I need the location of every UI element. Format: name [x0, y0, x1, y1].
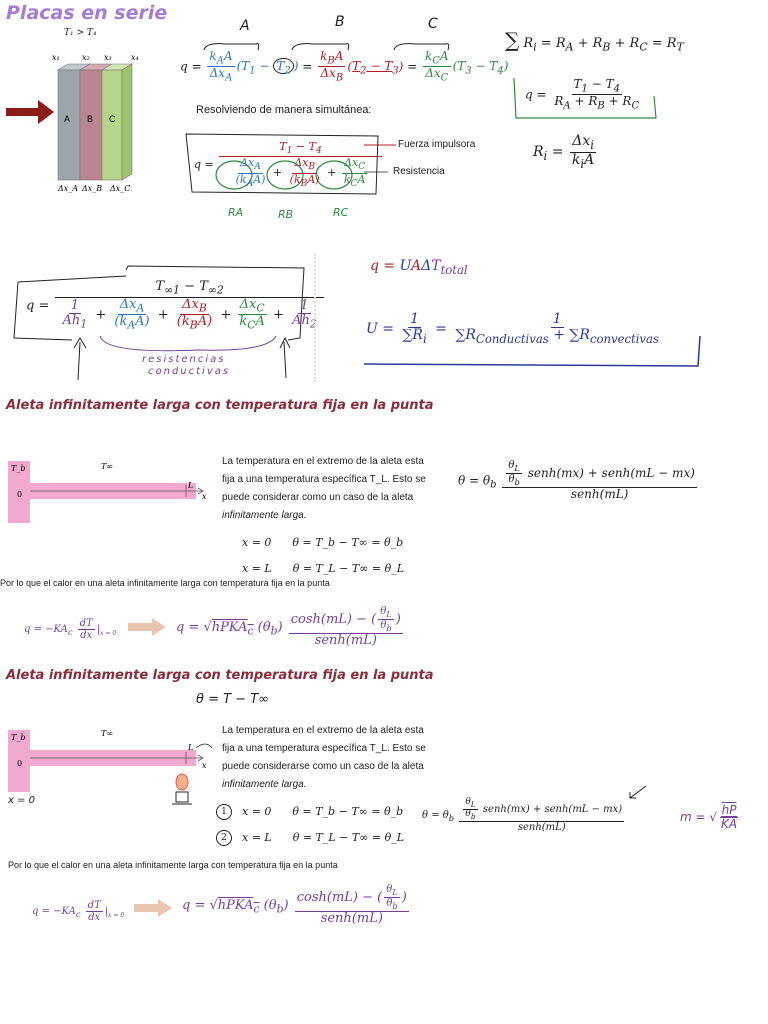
section4-arrow [134, 899, 172, 917]
section4-bc1: x = 0 θ = T_b − T∞ = θ_b [242, 805, 404, 818]
fuerza-impulsora-label: Fuerza impulsora [398, 139, 476, 150]
fin1-l-label: L [187, 481, 193, 490]
sum-r-equation: ∑ Ri = RA + RB + RC = RT [505, 28, 684, 54]
x1-label: x₁ [52, 53, 60, 62]
dxb-label: Δx_B [81, 184, 102, 193]
hand-label-b: B [335, 14, 345, 30]
fin2-x-label: x [202, 761, 207, 770]
flame-icon [175, 773, 189, 791]
fin2-l-label: L [187, 743, 193, 752]
conv-equation-box [13, 265, 305, 381]
x3-label: x₃ [104, 53, 112, 62]
fin2-tinf-label: T∞ [101, 729, 113, 738]
dxa-label: Δx_A [57, 184, 78, 193]
u-def-box [363, 335, 701, 367]
dxc-label: Δx_C [109, 184, 130, 193]
section3-desc-line4: infinitamente larga. [222, 510, 307, 521]
condition-text: T₁ > T₄ [64, 28, 97, 38]
section4-x0-note: x = 0 [8, 795, 36, 806]
section4-title: Aleta infinitamente larga con temperatur… [6, 668, 434, 683]
section3-bc1: x = 0 θ = T_b − T∞ = θ_b [242, 536, 404, 549]
fin1-tb-label: T_b [11, 464, 25, 473]
section3-desc-line3: puede considerar como un caso de la alet… [222, 492, 414, 503]
x4-label: x₄ [131, 53, 139, 62]
hand-rc: RC [333, 206, 349, 219]
hand-rb: RB [278, 208, 294, 221]
fin-diagram-2: T_b T∞ 0 L x [8, 729, 213, 805]
layer-a [57, 69, 81, 181]
simultaneous-label: Resolviendo de manera simultánea: [196, 104, 372, 116]
heat-arrow-shaft [6, 108, 40, 116]
section3-desc: La temperatura en el extremo de la aleta… [222, 453, 426, 525]
layer-c-side [121, 63, 133, 181]
fin1-x-label: x [202, 492, 207, 501]
layer-a-label: A [64, 114, 70, 124]
hand-label-c: C [428, 16, 438, 32]
section4-bc2: x = L θ = T_L − T∞ = θ_L [242, 831, 405, 844]
u-definition: U = 1∑Ri = 1∑RConductivas + ∑Rconvectiva… [366, 311, 659, 347]
pointer-lines [364, 144, 396, 173]
q-ua-equation: q = UAΔTtotal [370, 258, 468, 277]
pointer-arrow [629, 785, 647, 799]
resistencia-label: Resistencia [393, 166, 445, 177]
fin1-tinf-label: T∞ [101, 462, 113, 471]
series-plates-diagram: x₁ x₂ x₃ x₄ A B C Δx_A Δx_B Δx_C [6, 53, 139, 193]
section3-bc2: x = L θ = T_L − T∞ = θ_L [242, 562, 405, 575]
layer-b-label: B [87, 114, 93, 124]
q-total-box [513, 77, 657, 119]
fin1-zero-label: 0 [17, 490, 22, 499]
section4-desc-line3: puede considerarse como un caso de la al… [222, 761, 424, 772]
section4-theta-def: θ = T − T∞ [196, 692, 269, 707]
layer-c [101, 69, 123, 181]
section3-arrow [128, 618, 166, 636]
fin2-zero-label: 0 [17, 759, 22, 768]
fin-diagram-1: T_b T∞ 0 L x [8, 461, 207, 523]
hand-ra: RA [228, 206, 244, 219]
simultaneous-box [185, 133, 379, 195]
layer-c-label: C [109, 114, 116, 124]
section4-desc-line4: infinitamente larga. [222, 779, 307, 790]
layer-b [79, 69, 103, 181]
hand-brackets [203, 43, 450, 51]
section1-title: Placas en serie [6, 2, 168, 24]
x2-label: x₂ [82, 53, 90, 62]
section4-desc-line2: fija a una temperatura específica T_L. E… [222, 743, 426, 754]
bc-num-2: 2 [216, 830, 232, 846]
section3-title: Aleta infinitamente larga con temperatur… [6, 398, 434, 413]
resist-note-line2: conductivas [148, 366, 231, 377]
heat-arrow-head [38, 100, 54, 124]
resist-note-line1: resistencias [142, 354, 226, 365]
section3-conclusion: Por lo que el calor en una aleta infinit… [0, 578, 330, 588]
section3-desc-line2: fija a una temperatura específica T_L. E… [222, 474, 426, 485]
hand-label-a: A [240, 18, 250, 34]
bc-num-1: 1 [216, 804, 232, 820]
burner-icon [175, 791, 189, 803]
vertical-divider [314, 254, 316, 382]
section4-desc: La temperatura en el extremo de la aleta… [222, 722, 426, 794]
section4-conclusion: Por lo que el calor en una aleta infinit… [8, 860, 338, 870]
section3-desc-line1: La temperatura en el extremo de la aleta… [222, 456, 424, 467]
section4-desc-line1: La temperatura en el extremo de la aleta… [222, 725, 424, 736]
fin2-tb-label: T_b [11, 733, 25, 742]
